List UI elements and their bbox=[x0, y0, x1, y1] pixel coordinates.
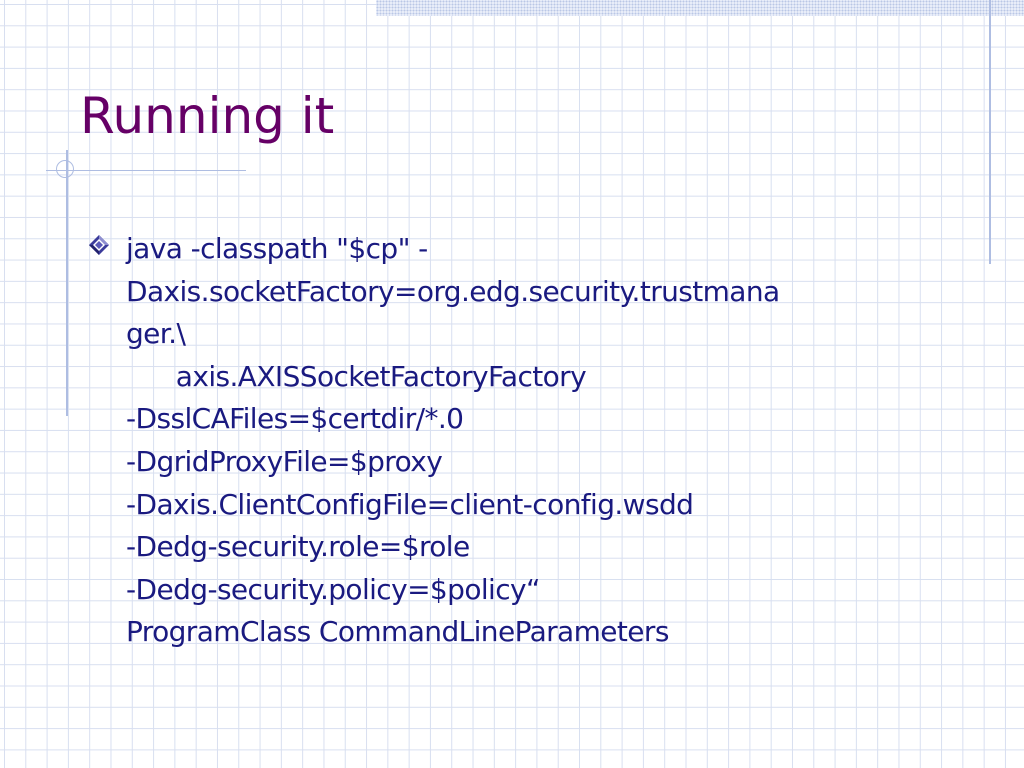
body-line: axis.AXISSocketFactoryFactory bbox=[126, 359, 587, 393]
body-line: -Dedg-security.role=$role bbox=[126, 530, 470, 564]
body-line: -DgridProxyFile=$proxy bbox=[126, 444, 443, 478]
body-line: Daxis.socketFactory=org.edg.security.tru… bbox=[126, 274, 780, 308]
body-line: -Daxis.ClientConfigFile=client-config.ws… bbox=[126, 487, 694, 521]
right-vertical-rule bbox=[989, 0, 991, 264]
title-underline-rule bbox=[46, 170, 246, 171]
bullet-body: java -classpath "$cp" - Daxis.socketFact… bbox=[126, 228, 1006, 654]
diamond-bullet-icon bbox=[89, 235, 109, 255]
body-line: -DsslCAFiles=$certdir/*.0 bbox=[126, 402, 464, 436]
body-line: ProgramClass CommandLineParameters bbox=[126, 615, 669, 649]
top-decorative-band bbox=[376, 0, 1024, 16]
left-vertical-rule bbox=[66, 150, 68, 416]
body-line: -Dedg-security.policy=$policy“ bbox=[126, 572, 540, 606]
title-ring-ornament bbox=[56, 160, 74, 178]
body-line: ger.\ bbox=[126, 317, 186, 351]
body-line: java -classpath "$cp" - bbox=[126, 232, 428, 265]
slide-title: Running it bbox=[80, 87, 335, 145]
